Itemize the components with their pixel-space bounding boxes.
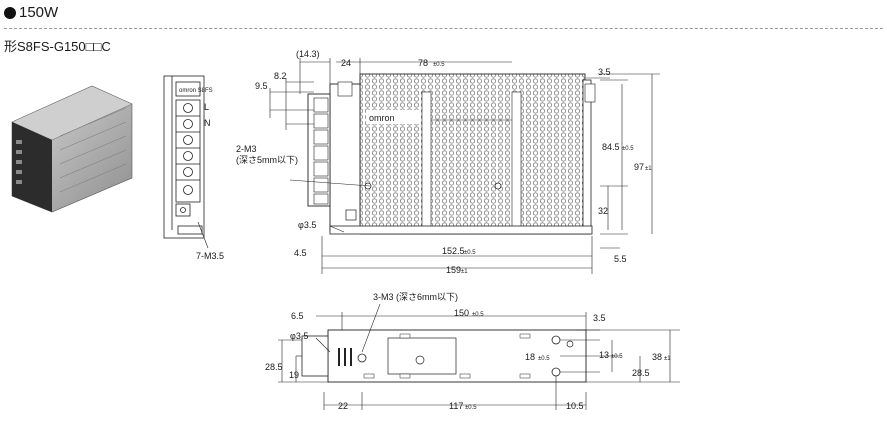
dim-28-5-right: 28.5	[632, 368, 650, 378]
side-view	[307, 73, 596, 235]
dim-32: 32	[598, 206, 608, 216]
dim-6-5: 6.5	[291, 311, 304, 321]
model-label: 形S8FS-G150□□C	[4, 39, 111, 54]
bottom-dimension-lines	[278, 303, 680, 410]
dim-3-5-side: 3.5	[598, 67, 611, 77]
dim-150: 150	[454, 308, 469, 318]
dim-22: 22	[338, 401, 348, 411]
section-title: 150W	[19, 4, 59, 21]
dim-24: 24	[341, 58, 351, 68]
dim-10-5: 10.5	[566, 401, 584, 411]
side-dimension-lines	[269, 58, 660, 274]
dim-14-3: (14.3)	[296, 49, 320, 59]
tol-13: ±0.5	[611, 354, 623, 360]
bottom-view	[301, 329, 587, 383]
side-screw-note-1: 2-M3	[236, 144, 257, 154]
dim-97: 97	[634, 162, 644, 172]
tol-38: ±1	[664, 356, 671, 362]
tol-150: ±0.5	[472, 312, 484, 318]
dim-28-5-left: 28.5	[265, 362, 283, 372]
dim-152-5: 152.5	[442, 246, 465, 256]
tol-152-5: ±0.5	[464, 250, 476, 256]
bullet-icon	[4, 6, 16, 19]
terminal-letter-n: N	[204, 118, 211, 128]
tol-97: ±1	[645, 166, 652, 172]
dim-13: 13	[599, 350, 609, 360]
dim-159: 159	[446, 265, 461, 275]
front-view	[163, 75, 205, 239]
dim-9-5: 9.5	[255, 81, 268, 91]
front-brand: omron S8FS	[179, 88, 213, 94]
dim-78: 78	[418, 58, 428, 68]
tol-159: ±1	[461, 269, 468, 275]
dim-8-2: 8.2	[274, 71, 287, 81]
terminal-letter-l: L	[204, 102, 209, 112]
side-brand: omron	[369, 113, 395, 123]
product-photo	[11, 85, 133, 213]
dim-4-5: 4.5	[294, 248, 307, 258]
side-hole-label: φ3.5	[298, 220, 316, 230]
section-header: 150W	[4, 4, 58, 21]
tol-117: ±0.5	[465, 405, 477, 411]
section-divider	[4, 28, 883, 29]
front-callout: 7-M3.5	[196, 251, 224, 261]
dim-5-5: 5.5	[614, 254, 627, 264]
dim-117: 117	[449, 401, 463, 411]
side-screw-note-2: (深さ5mm以下)	[236, 155, 298, 165]
dim-38: 38	[652, 352, 662, 362]
dim-3-5-bottom: 3.5	[593, 313, 606, 323]
bottom-screw-note: 3-M3 (深さ6mm以下)	[373, 292, 458, 302]
bottom-hole-label: φ3.5	[290, 331, 308, 341]
dim-18: 18	[525, 352, 535, 362]
dim-19: 19	[289, 370, 299, 380]
tol-78: ±0.5	[433, 62, 445, 68]
tol-84-5: ±0.5	[622, 146, 634, 152]
dim-84-5: 84.5	[602, 142, 620, 152]
tol-18: ±0.5	[538, 356, 550, 362]
